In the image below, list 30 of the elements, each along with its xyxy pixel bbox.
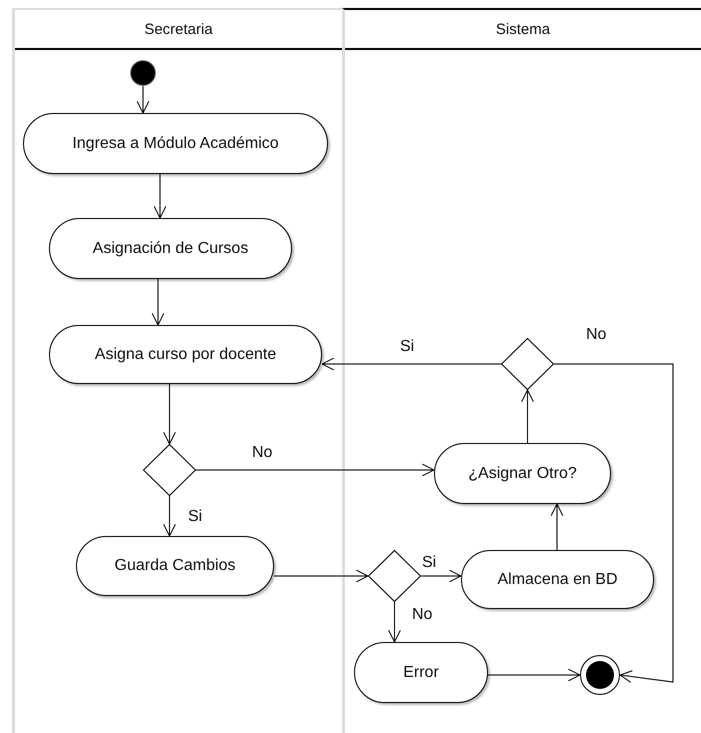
arrow bbox=[274, 570, 368, 582]
action-node: Ingresa a Módulo Académico bbox=[23, 113, 328, 174]
arrow bbox=[152, 278, 164, 326]
action-node: Asigna curso por docente bbox=[49, 325, 322, 384]
lane-title: Secretaria bbox=[144, 20, 213, 38]
action-node: Almacena en BD bbox=[461, 550, 654, 609]
decision-diamond bbox=[501, 338, 554, 390]
arrow bbox=[420, 570, 462, 582]
arrow bbox=[388, 602, 401, 642]
arrow bbox=[550, 504, 564, 550]
arrow bbox=[136, 86, 150, 114]
lane-title: Sistema bbox=[496, 20, 550, 38]
action-node: Error bbox=[354, 642, 488, 703]
decision-diamond bbox=[368, 550, 421, 602]
arrow bbox=[554, 364, 674, 684]
arrow bbox=[154, 174, 166, 218]
arrow bbox=[488, 668, 580, 682]
action-node: Asignación de Cursos bbox=[49, 218, 292, 279]
action-node: Guarda Cambios bbox=[76, 536, 274, 596]
start-node bbox=[130, 60, 156, 86]
arrow bbox=[521, 390, 534, 444]
end-node bbox=[580, 655, 620, 695]
swimlane bbox=[12, 8, 342, 733]
swimlane bbox=[342, 8, 701, 733]
arrow bbox=[163, 496, 176, 536]
arrow bbox=[322, 358, 502, 370]
arrow bbox=[196, 464, 434, 476]
decision-diamond bbox=[143, 444, 196, 496]
action-node: ¿Asignar Otro? bbox=[434, 443, 611, 504]
arrow bbox=[163, 384, 176, 444]
